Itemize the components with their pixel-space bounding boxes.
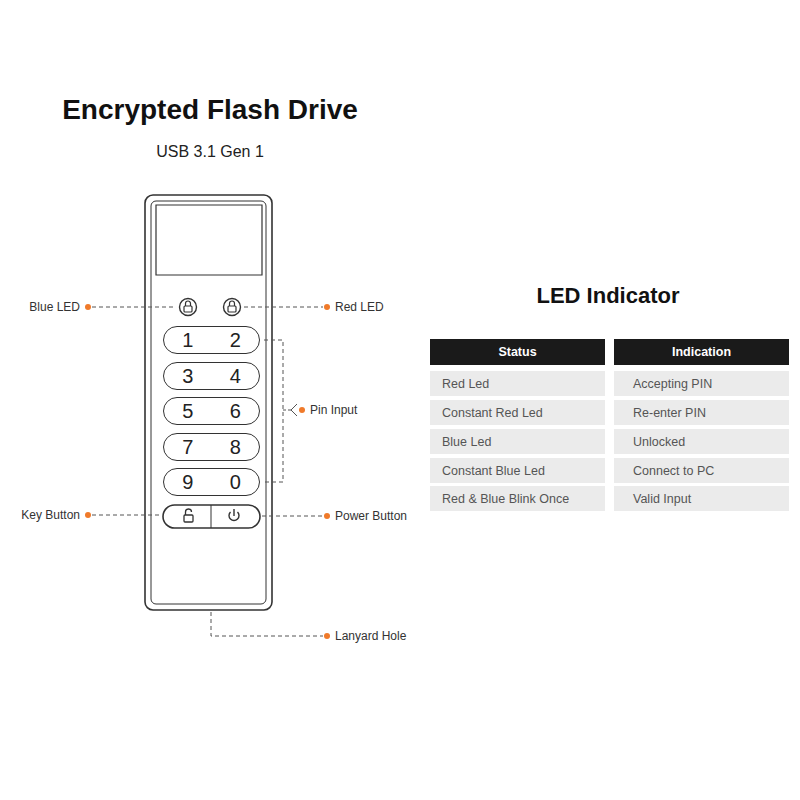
bracket-stem (283, 410, 291, 411)
key-digit: 9 (182, 472, 193, 492)
key-digit: 5 (182, 401, 193, 421)
table-cell: Accepting PIN (614, 371, 789, 396)
key-power-button-row (163, 505, 260, 528)
key-digit: 1 (182, 330, 193, 350)
usb-cap (156, 205, 262, 275)
subtitle: USB 3.1 Gen 1 (156, 143, 264, 161)
leader-lines (92, 307, 323, 636)
pin-key: 12 (163, 326, 260, 354)
table-cell: Connect to PC (614, 458, 789, 483)
pin-key: 78 (163, 433, 260, 461)
callout-label: Lanyard Hole (335, 629, 406, 643)
callout-label: Blue LED (29, 300, 80, 314)
bracket-point (291, 404, 297, 416)
pin-key: 90 (163, 468, 260, 496)
callout-label: Key Button (21, 508, 80, 522)
table-header-cell: Indication (614, 339, 789, 365)
red-led (224, 299, 241, 316)
key-digit: 0 (230, 472, 241, 492)
table-cell: Re-enter PIN (614, 400, 789, 425)
table-header-cell: Status (430, 339, 605, 365)
table-cell: Constant Blue Led (430, 458, 605, 483)
table-title: LED Indicator (536, 283, 679, 309)
page-title: Encrypted Flash Drive (62, 94, 358, 126)
key-digit: 6 (230, 401, 241, 421)
callout-label: Red LED (335, 300, 384, 314)
key-digit: 7 (182, 437, 193, 457)
key-digit: 4 (230, 366, 241, 386)
drive-inner-edge (151, 201, 266, 604)
callout-label: Power Button (335, 509, 407, 523)
table-cell: Red & Blue Blink Once (430, 486, 605, 511)
key-digit: 8 (230, 437, 241, 457)
table-cell: Blue Led (430, 429, 605, 454)
power-button-icon (229, 509, 239, 521)
button-divider (211, 505, 212, 528)
key-digit: 3 (182, 366, 193, 386)
table-cell: Red Led (430, 371, 605, 396)
table-cell: Valid Input (614, 486, 789, 511)
pin-key: 34 (163, 362, 260, 390)
callout-dots (85, 304, 330, 639)
drive-housing (145, 195, 272, 610)
key-button-icon (184, 509, 193, 522)
pin-key: 56 (163, 397, 260, 425)
table-cell: Unlocked (614, 429, 789, 454)
table-cell: Constant Red Led (430, 400, 605, 425)
callout-label: Pin Input (310, 403, 357, 417)
key-digit: 2 (230, 330, 241, 350)
blue-led (180, 299, 197, 316)
